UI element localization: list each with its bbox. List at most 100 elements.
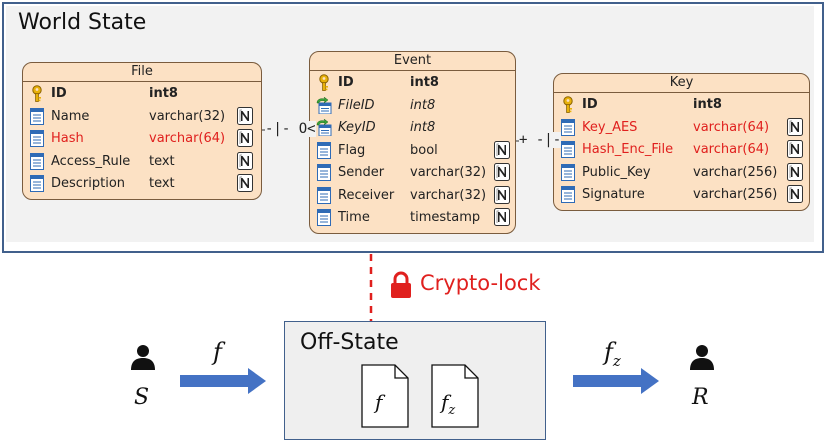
- sender-label: S: [134, 385, 150, 410]
- file-event-cardinality: -|- O<: [265, 121, 316, 137]
- column-type: timestamp: [410, 210, 481, 225]
- column-icon: [317, 186, 331, 204]
- event-table-row: FileID int8: [310, 94, 515, 117]
- column-icon: [561, 163, 575, 181]
- arrow-sender-to-offstate: [180, 368, 266, 394]
- column-icon: [561, 118, 575, 136]
- nullable-icon: [787, 140, 803, 158]
- column-name: Flag: [338, 142, 366, 158]
- document-fz-label: fz: [441, 390, 456, 418]
- nullable-icon: [237, 106, 253, 125]
- event-table-row: Receiver varchar(32): [310, 184, 515, 207]
- column-icon: [30, 107, 44, 125]
- column-type: varchar(64): [149, 131, 226, 146]
- column-name: Hash_Enc_File: [582, 142, 674, 157]
- event-table-row: KeyID int8: [310, 116, 515, 139]
- column-icon: [30, 175, 44, 192]
- key-table-row: ID int8: [554, 93, 809, 116]
- nullable-icon: [787, 117, 803, 136]
- column-name: Key_AES: [582, 119, 638, 135]
- column-name: Description: [51, 176, 126, 191]
- column-icon: [317, 164, 331, 181]
- column-type: int8: [693, 97, 722, 112]
- foreign-key-icon: [316, 119, 332, 136]
- nullable-icon: [237, 174, 253, 192]
- column-type: text: [149, 153, 175, 169]
- file-table-row: Description text: [23, 172, 261, 195]
- column-type: varchar(64): [693, 142, 770, 157]
- column-type: text: [149, 176, 175, 191]
- event-table-title: Event: [310, 52, 515, 71]
- column-type: varchar(64): [693, 119, 770, 135]
- column-icon: [561, 186, 575, 203]
- event-table-row: Sender varchar(32): [310, 161, 515, 184]
- key-table-row: Key_AES varchar(64): [554, 116, 809, 139]
- document-f-icon: [361, 364, 409, 428]
- nullable-icon: [494, 140, 510, 159]
- column-name: Time: [338, 210, 370, 225]
- nullable-icon: [494, 208, 510, 226]
- arrow-left-label: f: [213, 338, 222, 366]
- column-type: int8: [410, 97, 436, 113]
- column-type: int8: [410, 75, 439, 90]
- user-icon: [131, 345, 155, 370]
- arrow-right-label: fz: [604, 338, 621, 370]
- primary-key-icon: [319, 74, 329, 91]
- document-f-label: f: [375, 390, 383, 414]
- column-icon: [317, 209, 331, 226]
- column-name: Access_Rule: [51, 153, 131, 169]
- world-state-title: World State: [18, 10, 147, 35]
- nullable-icon: [237, 151, 253, 170]
- column-type: varchar(256): [693, 164, 778, 180]
- column-name: Signature: [582, 187, 645, 202]
- key-table-title: Key: [554, 74, 809, 93]
- file-table-row: Name varchar(32): [23, 105, 261, 128]
- file-table-row: ID int8: [23, 82, 261, 105]
- nullable-icon: [237, 129, 253, 147]
- primary-key-icon: [563, 96, 573, 113]
- lock-icon: [391, 271, 411, 298]
- foreign-key-icon: [316, 96, 332, 114]
- column-name: Name: [51, 108, 90, 124]
- event-table-row: Time timestamp: [310, 206, 515, 229]
- column-name: Hash: [51, 131, 84, 146]
- nullable-icon: [494, 185, 510, 204]
- column-type: int8: [410, 120, 436, 135]
- key-table-row: Hash_Enc_File varchar(64): [554, 138, 809, 161]
- column-type: varchar(256): [693, 187, 778, 202]
- off-state-title: Off-State: [300, 330, 399, 355]
- column-type: int8: [149, 86, 178, 101]
- primary-key-icon: [32, 85, 42, 102]
- nullable-icon: [787, 162, 803, 181]
- column-type: varchar(32): [410, 187, 487, 203]
- file-table-row: Access_Rule text: [23, 150, 261, 173]
- column-icon: [317, 141, 331, 159]
- crypto-lock-label: Crypto-lock: [420, 271, 541, 295]
- receiver-label: R: [692, 385, 709, 410]
- column-name: ID: [51, 86, 67, 101]
- nullable-icon: [787, 185, 803, 203]
- column-icon: [30, 152, 44, 170]
- nullable-icon: [494, 163, 510, 181]
- file-table-row: Hash varchar(64): [23, 127, 261, 150]
- file-table-title: File: [23, 63, 261, 82]
- event-key-cardinality: + -|-: [519, 132, 562, 148]
- user-icon: [690, 345, 714, 370]
- event-table-row: ID int8: [310, 71, 515, 94]
- column-type: varchar(32): [149, 108, 226, 124]
- column-name: FileID: [338, 97, 375, 113]
- off-state-box: [284, 321, 546, 440]
- column-name: ID: [582, 97, 598, 112]
- column-name: ID: [338, 75, 354, 90]
- arrow-offstate-to-receiver: [573, 368, 659, 394]
- key-table-row: Signature varchar(256): [554, 183, 809, 206]
- column-name: Receiver: [338, 187, 395, 203]
- column-name: Sender: [338, 165, 385, 180]
- column-name: KeyID: [338, 120, 376, 135]
- column-type: varchar(32): [410, 165, 487, 180]
